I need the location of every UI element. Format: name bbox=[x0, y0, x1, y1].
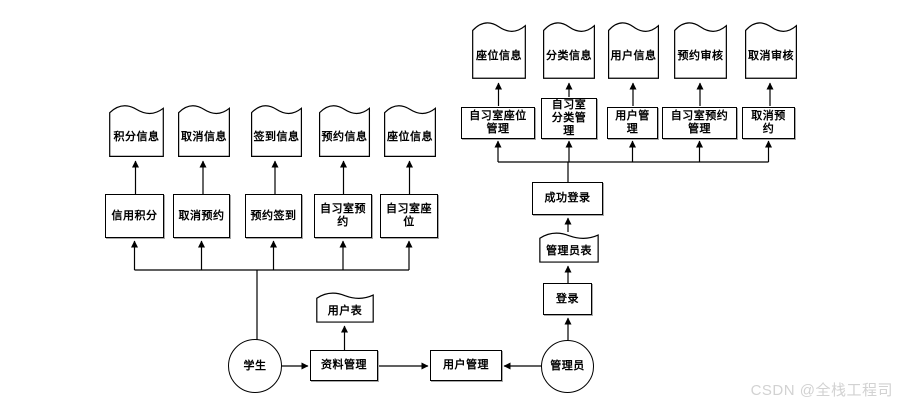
doc-admin-table: 管理员表 bbox=[538, 232, 600, 263]
document-shape-icon bbox=[673, 21, 728, 80]
process-cancel-reservation: 取消预约 bbox=[173, 194, 230, 238]
doc-cancel-info: 取消信息 bbox=[177, 104, 231, 158]
store-label: 用户表 bbox=[327, 304, 363, 317]
process-credit-points: 信用积分 bbox=[105, 194, 164, 238]
store-label: 签到信息 bbox=[253, 130, 300, 143]
doc-category-info: 分类信息 bbox=[542, 21, 596, 80]
doc-reservation-info: 预约信息 bbox=[318, 104, 371, 158]
document-shape-icon bbox=[108, 104, 165, 158]
document-shape-icon bbox=[383, 104, 437, 158]
doc-cancel-review: 取消审核 bbox=[744, 21, 798, 80]
store-label: 分类信息 bbox=[546, 50, 592, 62]
process-user-manage-admin: 用户管 理 bbox=[607, 107, 658, 139]
process-studyroom-reservation-manage: 自习室预约 管理 bbox=[662, 107, 737, 139]
store-label: 管理员表 bbox=[546, 244, 592, 257]
store-label: 取消审核 bbox=[748, 50, 794, 62]
process-reservation-checkin: 预约签到 bbox=[245, 194, 302, 238]
doc-seat-info-admin: 座位信息 bbox=[471, 21, 527, 80]
process-studyroom-seat: 自习室座 位 bbox=[380, 194, 438, 238]
csdn-watermark: CSDN @全栈工程司 bbox=[750, 382, 893, 399]
doc-checkin-info: 签到信息 bbox=[250, 104, 303, 158]
doc-points-info: 积分信息 bbox=[108, 104, 165, 158]
doc-reservation-review: 预约审核 bbox=[673, 21, 728, 80]
document-shape-icon bbox=[538, 232, 600, 263]
store-label: 积分信息 bbox=[113, 130, 160, 143]
process-cancel-reservation-admin: 取消预 约 bbox=[742, 107, 795, 139]
process-user-manage: 用户管理 bbox=[430, 350, 502, 381]
store-label: 用户信息 bbox=[610, 50, 657, 62]
document-shape-icon bbox=[471, 21, 527, 80]
process-login: 登录 bbox=[543, 283, 592, 315]
process-studyroom-category-manage: 自习室 分类管 理 bbox=[541, 98, 597, 139]
store-label: 取消信息 bbox=[181, 130, 227, 143]
document-shape-icon bbox=[315, 292, 375, 323]
document-shape-icon bbox=[318, 104, 371, 158]
process-login-success: 成功登录 bbox=[532, 182, 603, 215]
document-shape-icon bbox=[744, 21, 798, 80]
store-label: 预约审核 bbox=[677, 50, 724, 62]
store-label: 座位信息 bbox=[476, 50, 522, 62]
doc-user-table: 用户表 bbox=[315, 292, 375, 323]
actor-student: 学生 bbox=[228, 339, 282, 393]
document-shape-icon bbox=[250, 104, 303, 158]
store-label: 预约信息 bbox=[321, 130, 368, 143]
process-studyroom-seat-manage: 自习室座位 管理 bbox=[461, 107, 535, 139]
document-shape-icon bbox=[542, 21, 596, 80]
document-shape-icon bbox=[177, 104, 231, 158]
document-shape-icon bbox=[607, 21, 660, 80]
doc-seat-info: 座位信息 bbox=[383, 104, 437, 158]
store-label: 座位信息 bbox=[387, 130, 433, 143]
actor-admin: 管理员 bbox=[541, 340, 594, 393]
process-studyroom-reservation: 自习室预 约 bbox=[314, 194, 372, 238]
process-profile-manage: 资料管理 bbox=[310, 350, 378, 381]
doc-user-info: 用户信息 bbox=[607, 21, 660, 80]
